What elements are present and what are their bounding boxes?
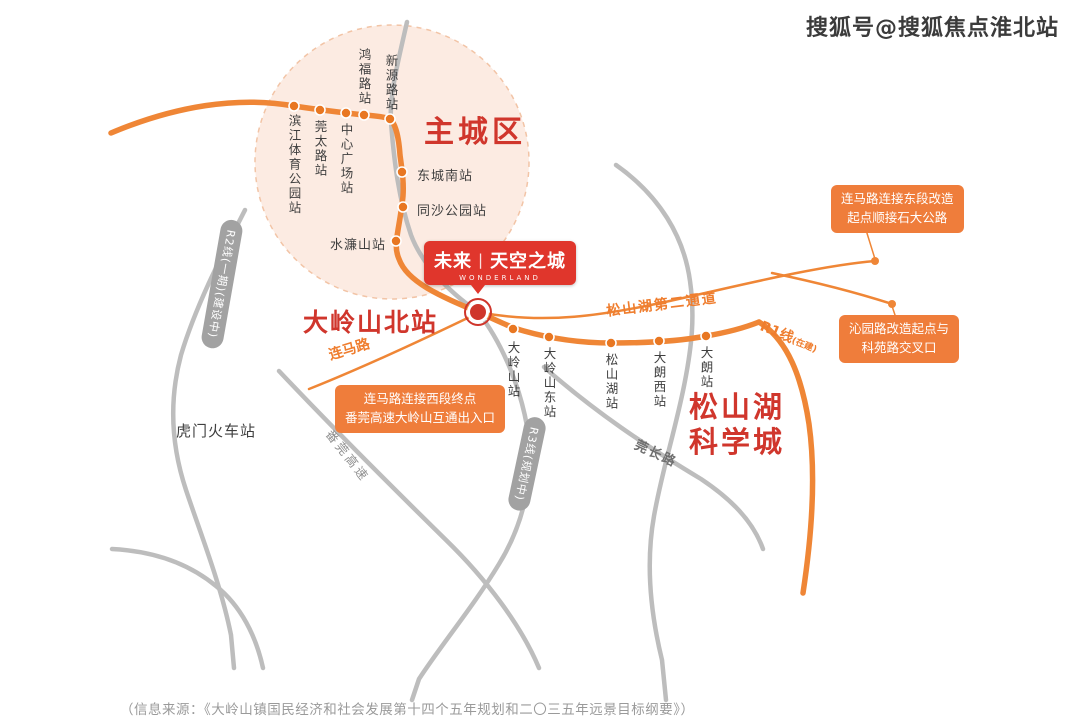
station-label-shuilian: 水濂山站 [330,238,387,253]
station-dot-dongchengnan [396,166,408,178]
orange-roads [307,229,897,391]
station-label-dalingshan: 大岭山站 [505,341,521,399]
station-dot-songshanhu [605,337,617,349]
road-endpoint-qinyuan-dot [888,300,896,308]
callout-west-line1: 连马路连接西段终点 [363,391,477,406]
station-dot-shuilian [390,235,402,247]
station-dot-tongsha [397,201,409,213]
road-songshanhu-second-passage [476,259,877,320]
main-city-area-circle [254,24,530,300]
landmark-title: 未来 | 天空之城 [434,247,566,273]
callout-east-leader [865,229,876,260]
callout-east-line1: 连马路连接东段改造 [841,191,954,206]
landmark-divider: | [478,251,485,269]
road-guanchang [541,364,766,552]
landmark-badge: 未来 | 天空之城 WONDERLAND [424,241,577,294]
road-qinyuan-branch [770,271,894,306]
science-city-line1: 松山湖 [688,390,785,424]
station-dots [288,100,712,349]
marker-core [467,301,489,323]
station-dot-xinyuan [384,113,396,125]
road-endpoint-east-dot [871,257,879,265]
station-dot-binjiang [288,100,300,112]
road-southwest [109,546,266,671]
road-lianma-west [307,311,480,391]
source-note: （信息来源：《大岭山镇国民经济和社会发展第十四个五年规划和二〇三五年远景目标纲要… [120,702,695,718]
station-label-songshanhu: 松山湖站 [603,353,619,411]
station-label-dalingshandong: 大岭山东站 [541,347,557,420]
station-label-hongfu: 鸿福路站 [356,48,372,106]
station-dot-dalingshan [507,323,519,335]
landmark-latin: WONDERLAND [459,274,541,282]
watermark: 搜狐号@搜狐焦点淮北站 [806,16,1060,41]
callout-qinyuan-renovation: 沁园路改造起点与 科苑路交叉口 [839,315,960,363]
road-east-curve [613,162,695,703]
station-dot-dalingshandong [543,331,555,343]
callout-east-line2: 起点顺接石大公路 [847,209,948,225]
marker-outer-ring [464,298,492,326]
station-dot-dalangxi [653,335,665,347]
station-label-guantai: 莞太路站 [312,120,328,178]
station-dot-dalang [700,330,712,342]
station-label-dalang: 大朗站 [698,346,714,390]
road-r2-corridor [170,207,248,671]
callout-west-terminus: 连马路连接西段终点 番莞高速大岭山互通出入口 [335,385,506,433]
station-label-binjiang: 滨江体育公园站 [286,114,302,216]
station-label-dalangxi: 大朗西站 [651,351,667,409]
station-label-dongchengnan: 东城南站 [417,169,474,184]
station-dot-guantai [314,104,326,116]
station-label-humen: 虎门火车站 [176,422,257,440]
metro-line-r1-south [756,319,816,596]
station-label-xinyuan: 新源路站 [383,54,399,112]
dalingshanbei-station-marker [464,298,492,326]
road-fanguan-expressway [276,368,542,671]
landmark-prefix: 未来 [434,251,472,272]
station-label-dalingshanbei: 大岭山北站 [303,308,439,337]
station-dot-zhongxin [340,107,352,119]
station-label-zhongxin: 中心广场站 [338,123,354,196]
station-label-tongsha: 同沙公园站 [417,204,488,219]
callout-west-line2: 番莞高速大岭山互通出入口 [345,409,496,425]
region-label-main-city: 主城区 [424,115,526,150]
callout-east-renovation: 连马路连接东段改造 起点顺接石大公路 [831,185,964,233]
landmark-name: 天空之城 [490,251,567,272]
region-label-science-city: 松山湖 科学城 [672,390,802,460]
station-dot-hongfu [358,109,370,121]
callout-qinyuan-line2: 科苑路交叉口 [861,339,937,355]
science-city-line2: 科学城 [688,424,785,459]
callout-qinyuan-line1: 沁园路改造起点与 [849,321,950,336]
